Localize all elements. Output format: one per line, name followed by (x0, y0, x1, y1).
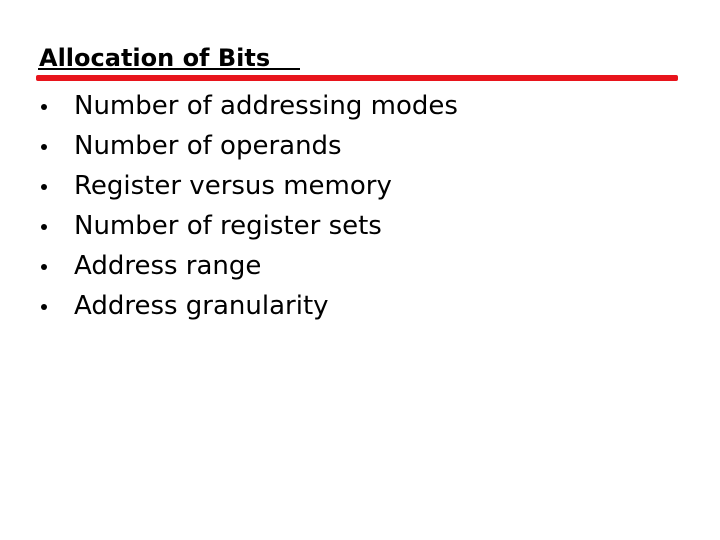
bullet-item: Number of register sets (41, 206, 458, 246)
bullet-item: Address granularity (41, 286, 458, 326)
bullet-item: Number of operands (41, 126, 458, 166)
bullet-icon (41, 184, 47, 190)
title-underline (38, 68, 300, 70)
bullet-item: Register versus memory (41, 166, 458, 206)
bullet-text: Address range (74, 251, 262, 281)
bullet-icon (41, 224, 47, 230)
bullet-list: Number of addressing modes Number of ope… (41, 86, 458, 326)
bullet-icon (41, 264, 47, 270)
bullet-text: Number of addressing modes (74, 91, 458, 121)
title-rule (36, 75, 678, 81)
bullet-text: Address granularity (74, 291, 329, 321)
bullet-icon (41, 144, 47, 150)
bullet-text: Register versus memory (74, 171, 392, 201)
bullet-item: Address range (41, 246, 458, 286)
bullet-icon (41, 104, 47, 110)
bullet-text: Number of register sets (74, 211, 382, 241)
slide-title: Allocation of Bits (39, 44, 271, 72)
bullet-icon (41, 304, 47, 310)
bullet-item: Number of addressing modes (41, 86, 458, 126)
bullet-text: Number of operands (74, 131, 342, 161)
